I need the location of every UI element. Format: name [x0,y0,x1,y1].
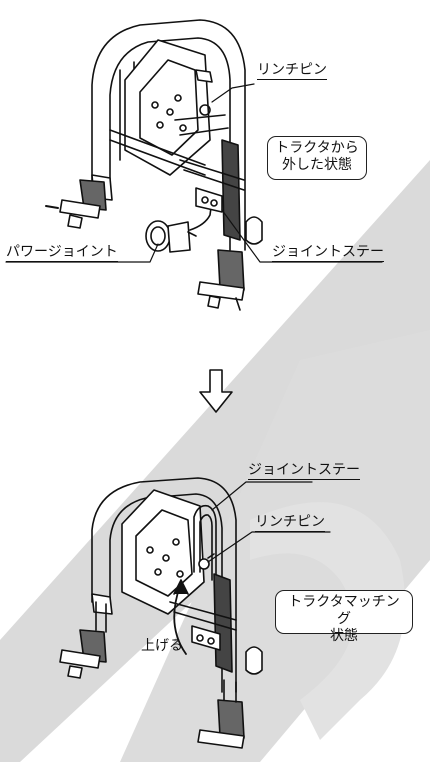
top-power-joint-label: パワージョイント [6,244,118,262]
bottom-joint-stay-label: ジョイントステー [248,462,360,480]
top-rinchi-pin-label: リンチピン [257,62,327,80]
top-state-box: トラクタから 外した状態 [267,136,367,180]
raise-label: 上げる [141,638,183,654]
top-state-line2: 外した状態 [282,157,352,173]
bottom-state-line1: トラクタマッチング [288,594,400,627]
down-arrow-icon [199,369,233,413]
hitch-matched-illustration [59,477,331,749]
top-joint-stay-label: ジョイントステー [272,244,384,262]
hitch-removed-illustration [5,19,383,311]
bottom-rinchi-pin-label: リンチピン [255,514,325,532]
bottom-state-line2: 状態 [330,628,358,644]
top-state-line1: トラクタから [275,140,359,156]
bottom-state-box: トラクタマッチング 状態 [275,590,413,644]
